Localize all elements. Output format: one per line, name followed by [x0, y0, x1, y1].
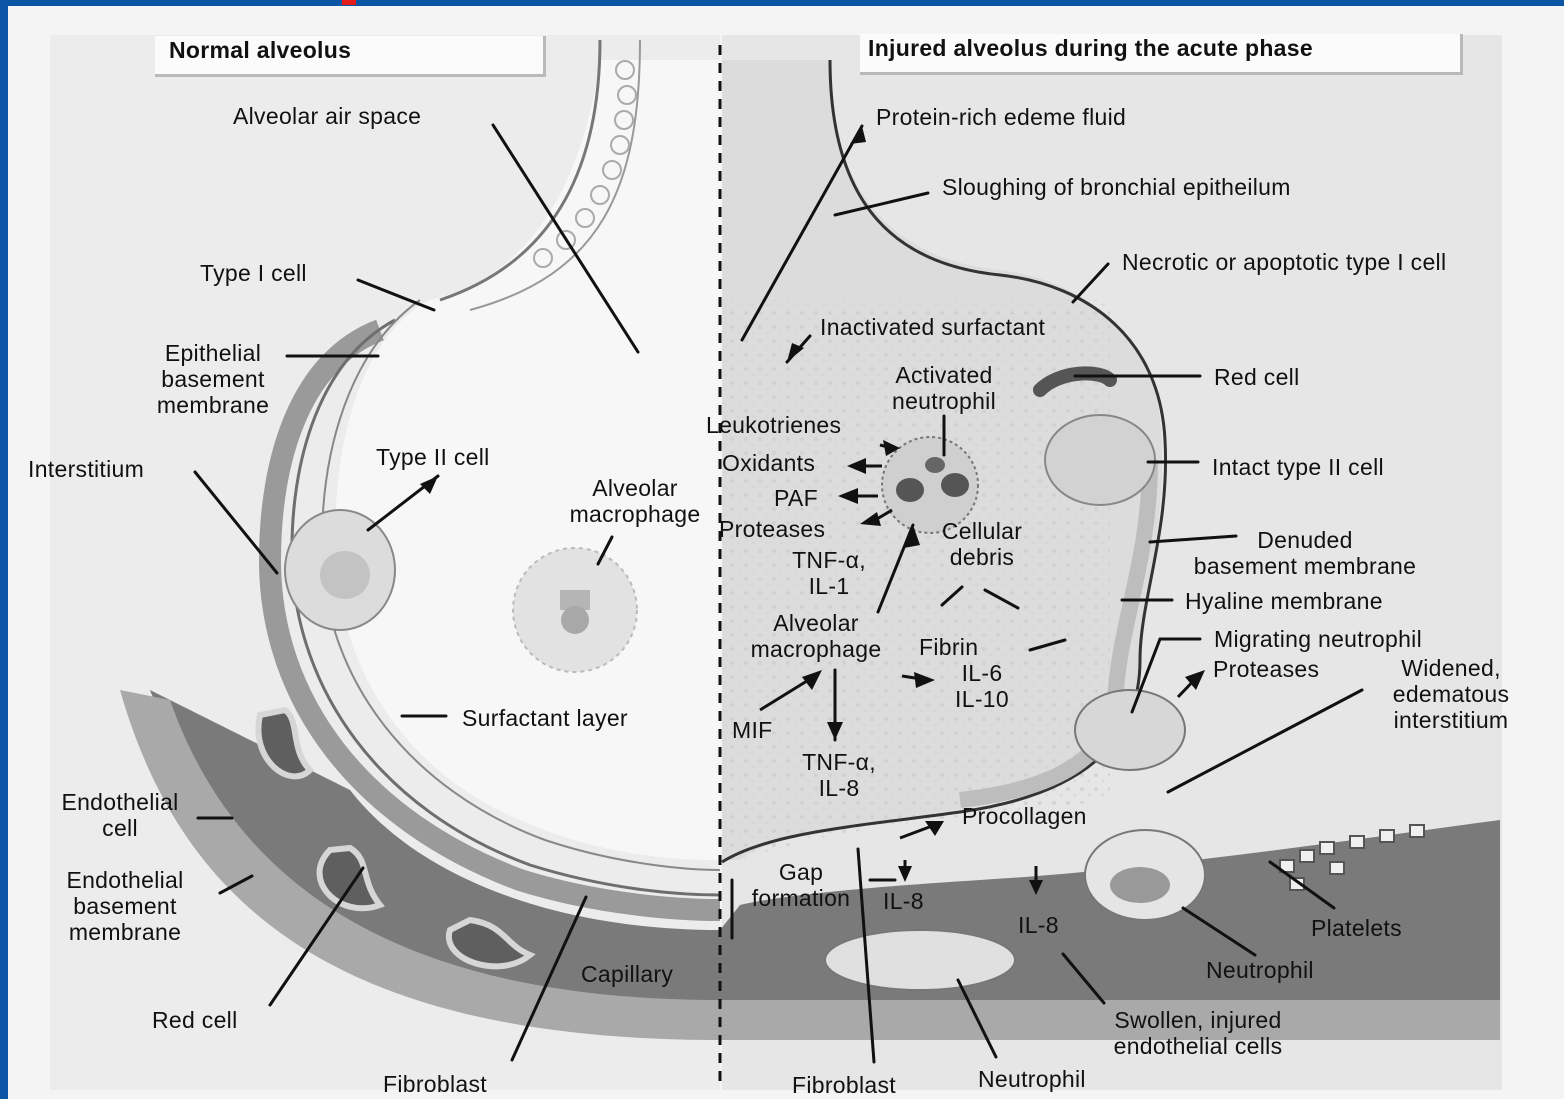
label-il8-a: IL-8 [883, 888, 924, 914]
label-protein-rich-fluid: Protein-rich edeme fluid [876, 104, 1126, 130]
label-epithelial-basement-membrane: Epithelial basement membrane [128, 340, 298, 418]
label-il8-b: IL-8 [1018, 912, 1059, 938]
label-paf: PAF [774, 485, 818, 511]
label-endothelial-basement-membrane: Endothelial basement membrane [45, 867, 205, 945]
alveolar-macrophage-left-cell [513, 548, 637, 672]
label-capillary: Capillary [581, 961, 673, 987]
label-tnf-il8: TNF-α, IL-8 [780, 749, 898, 801]
label-necrotic-type-i: Necrotic or apoptotic type I cell [1122, 249, 1446, 275]
label-alveolar-macrophage-left: Alveolar macrophage [545, 475, 725, 527]
label-il6-il10: IL-6 IL-10 [940, 660, 1024, 712]
label-procollagen: Procollagen [962, 803, 1087, 829]
label-widened-interstitium: Widened, edematous interstitium [1366, 655, 1536, 733]
label-proteases-migrating: Proteases [1213, 656, 1319, 682]
label-inactivated-surfactant: Inactivated surfactant [820, 314, 1045, 340]
label-migrating-neutrophil: Migrating neutrophil [1214, 626, 1422, 652]
intact-type-ii-cell [1045, 415, 1155, 505]
label-hyaline-membrane: Hyaline membrane [1185, 588, 1383, 614]
label-type-ii-cell: Type II cell [376, 444, 490, 470]
label-surfactant-layer: Surfactant layer [462, 705, 628, 731]
label-gap-formation: Gap formation [732, 859, 870, 911]
label-neutrophil-capillary: Neutrophil [1206, 957, 1314, 983]
label-intact-type-ii: Intact type II cell [1212, 454, 1384, 480]
label-fibroblast-right: Fibroblast [792, 1072, 896, 1098]
label-tnf-il1: TNF-α, IL-1 [770, 547, 888, 599]
label-type-i-cell: Type I cell [200, 260, 307, 286]
label-red-cell-left: Red cell [152, 1007, 238, 1033]
label-swollen-endothelial: Swollen, injured endothelial cells [1078, 1007, 1318, 1059]
label-platelets: Platelets [1311, 915, 1402, 941]
label-interstitium: Interstitium [28, 456, 144, 482]
label-cellular-debris: Cellular debris [920, 518, 1044, 570]
right-panel-title: Injured alveolus during the acute phase [868, 35, 1313, 61]
label-leukotrienes: Leukotrienes [706, 412, 841, 438]
label-red-cell-right: Red cell [1214, 364, 1300, 390]
label-alveolar-macrophage-right: Alveolar macrophage [724, 610, 908, 662]
label-sloughing: Sloughing of bronchial epitheilum [942, 174, 1291, 200]
label-fibroblast-left: Fibroblast [383, 1071, 487, 1097]
label-endothelial-cell: Endothelial cell [40, 789, 200, 841]
label-alveolar-air-space: Alveolar air space [233, 103, 421, 129]
label-mif: MIF [732, 717, 773, 743]
label-fibrin: Fibrin [919, 634, 978, 660]
type-ii-cell-left [285, 510, 395, 630]
label-denuded-bm: Denuded basement membrane [1150, 527, 1460, 579]
label-neutrophil-bottom: Neutrophil [978, 1066, 1086, 1092]
label-activated-neutrophil: Activated neutrophil [866, 362, 1022, 414]
left-panel-title: Normal alveolus [169, 37, 351, 63]
label-oxidants: Oxidants [722, 450, 815, 476]
label-proteases-neutrophil: Proteases [719, 516, 825, 542]
